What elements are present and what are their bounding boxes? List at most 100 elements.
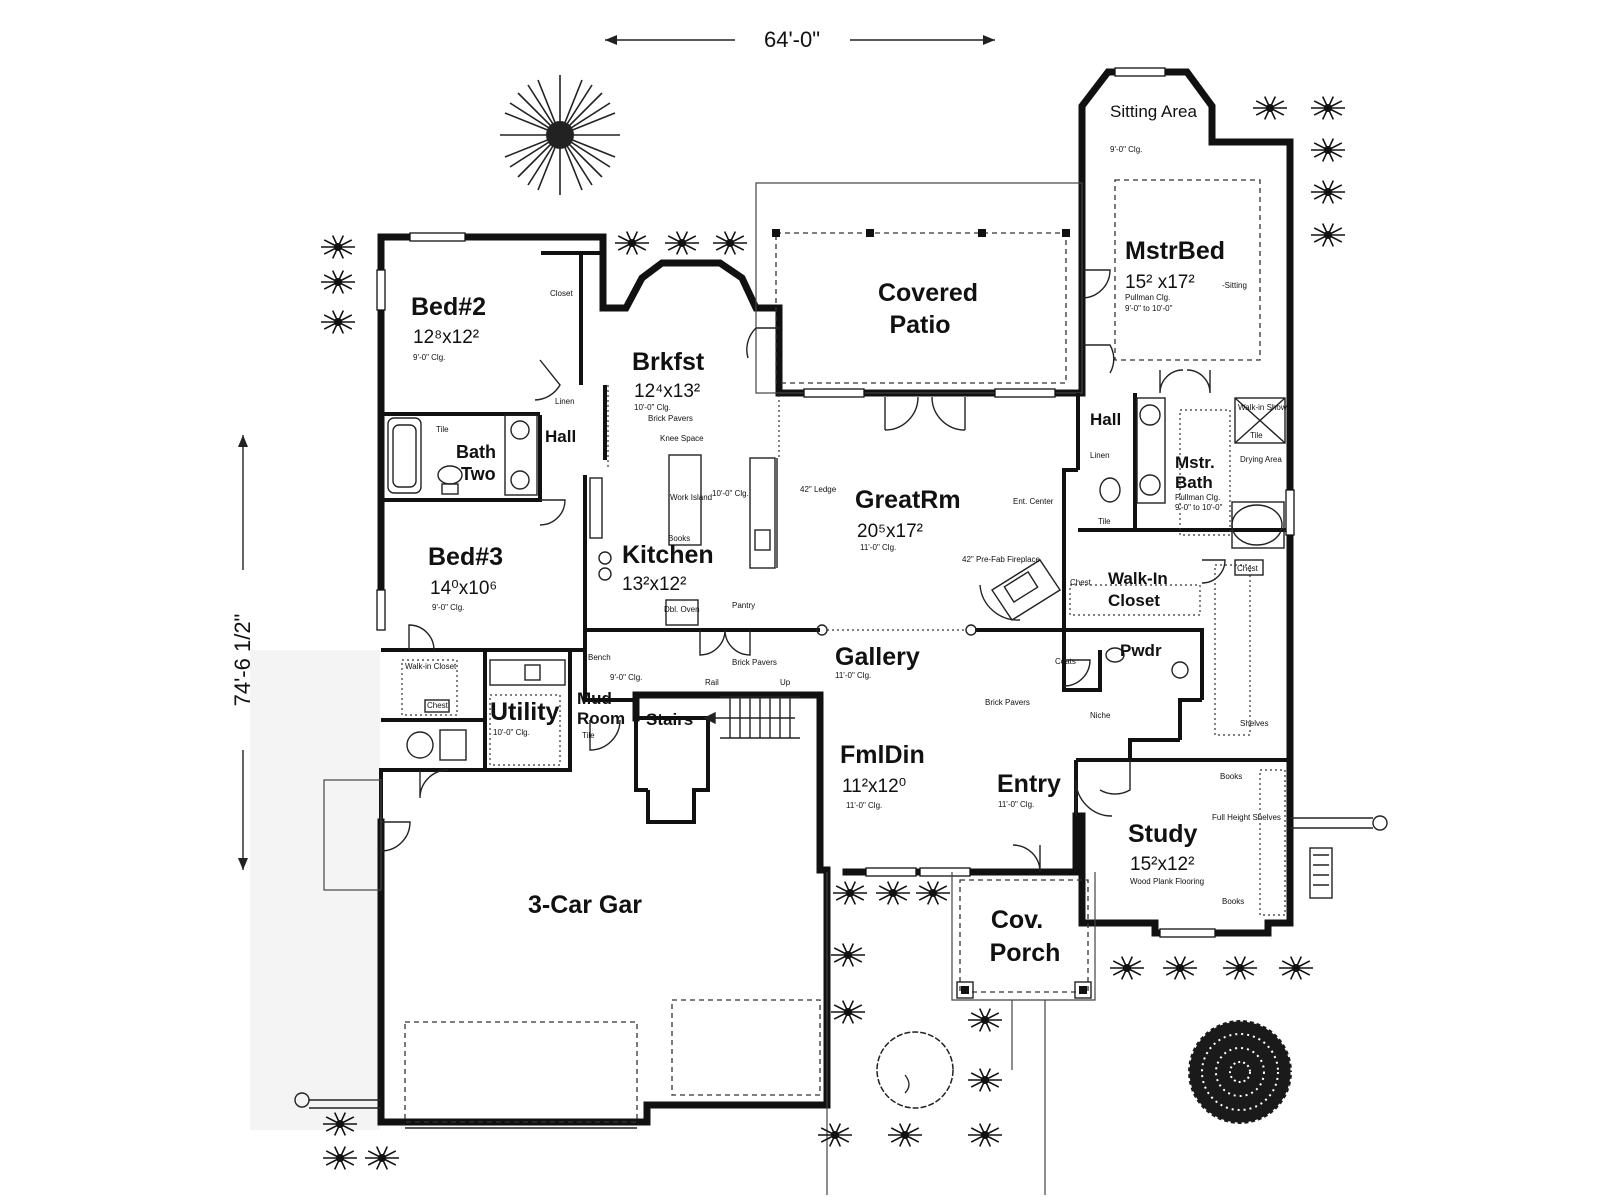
garage-label: 3-Car Gar (528, 891, 642, 919)
mud-label-2: Room (577, 709, 625, 728)
study-label: Study (1128, 820, 1198, 848)
shrub-icon (831, 1000, 865, 1024)
bed3-label: Bed#3 (428, 543, 503, 571)
bed2-ceiling: 9'-0" Clg. (413, 353, 445, 362)
meters (294, 815, 1388, 1109)
pwdr-label: Pwdr (1120, 641, 1162, 660)
mstrbath-ceiling-range: 9'-0" to 10'-0" (1175, 503, 1223, 512)
mstrbed-note: -Sitting (1222, 281, 1247, 290)
shrub-icon (323, 1146, 357, 1170)
mstrbath-tile: Tile (1250, 431, 1263, 440)
up-label: Up (780, 678, 791, 687)
mud-ceiling: 9'-0" Clg. (610, 673, 642, 682)
shrub-icon (321, 270, 355, 294)
porch-label-1: Cov. (991, 906, 1043, 934)
sitting-ceiling: 9'-0" Clg. (1110, 145, 1142, 154)
study-size: 15²x12² (1130, 854, 1194, 875)
utility-ceiling: 10'-0" Clg. (493, 728, 530, 737)
greatrm-size: 20⁵x17² (857, 521, 923, 542)
shrub-icon (818, 1123, 852, 1147)
fmldin-size: 11²x12⁰ (842, 776, 906, 797)
mstrbath-label-1: Mstr. (1175, 453, 1215, 472)
shrub-icon (1311, 138, 1345, 162)
walkin-master-label-1: Walk-In (1108, 569, 1168, 588)
brkfst-ceiling: 10'-0" Clg. (634, 403, 671, 412)
shrub-icon (876, 881, 910, 905)
shrub-icon (615, 231, 649, 255)
walkin-west-label: Walk-in Closet (405, 662, 457, 671)
study-books-1: Books (1220, 772, 1242, 781)
entry-floor: Brick Pavers (985, 698, 1030, 707)
mstrbath-label-2: Bath (1175, 473, 1213, 492)
mstrbed-label: MstrBed (1125, 237, 1225, 265)
brkfst-size: 12⁴x13² (634, 381, 700, 402)
shrub-icon (1223, 956, 1257, 980)
mstrbed-ceiling: Pullman Clg. (1125, 293, 1170, 302)
shrub-icon (665, 231, 699, 255)
mstrbath-tile-2: Tile (1098, 517, 1111, 526)
shrub-icon (831, 943, 865, 967)
study-books-2: Books (1222, 897, 1244, 906)
work-island: Work Island (670, 493, 712, 502)
hall-west-label: Hall (545, 427, 576, 446)
greatrm-ledge: 42" Ledge (800, 485, 837, 494)
interior-walls (379, 251, 1290, 824)
bath2-label-2: Two (461, 464, 496, 484)
knee-space: Knee Space (660, 434, 704, 443)
mud-tile: Tile (582, 731, 595, 740)
width-dimension: 64'-0" (605, 27, 995, 52)
stairs-label: Stairs (646, 710, 693, 729)
shrub-icon (968, 1123, 1002, 1147)
tree-top (500, 75, 620, 195)
brkfst-floor: Brick Pavers (648, 414, 693, 423)
gallery-floor: Brick Pavers (732, 658, 777, 667)
bed2-label: Bed#2 (411, 293, 486, 321)
fireplace-label: 42" Pre-Fab Fireplace (962, 555, 1041, 564)
patio-label-1: Covered (878, 279, 978, 307)
walkin-master-chest-2: Chest (1237, 564, 1259, 573)
walkin-west-chest: Chest (427, 701, 449, 710)
kitchen-label: Kitchen (622, 541, 714, 569)
mstrbath-drying: Drying Area (1240, 455, 1282, 464)
coats-label: Coats (1055, 657, 1076, 666)
utility-label: Utility (490, 698, 560, 726)
covered-porch: Cov. Porch (951, 872, 1096, 1001)
garage: 3-Car Gar (323, 779, 821, 1129)
entry-label: Entry (997, 770, 1061, 798)
sitting-label: Sitting Area (1110, 102, 1197, 121)
entry-ceiling: 11'-0" Clg. (998, 800, 1034, 809)
shrub-icon (1311, 96, 1345, 120)
shrub-icon (323, 1112, 357, 1136)
bed2-size: 12⁸x12² (413, 327, 479, 348)
shrub-icon (968, 1008, 1002, 1032)
walkin-master-label-2: Closet (1108, 591, 1160, 610)
hall-east-linen: Linen (1090, 451, 1110, 460)
fixtures (387, 179, 1286, 916)
shrub-icon (1311, 223, 1345, 247)
mstrbath-shower: Walk-in Shower (1238, 403, 1294, 412)
shrub-icon (321, 310, 355, 334)
doors (380, 269, 1226, 873)
shrub-icon (916, 881, 950, 905)
bed3-size: 14⁰x10⁶ (430, 578, 497, 599)
shrub-icon (1110, 956, 1144, 980)
bench-label: Bench (588, 653, 611, 662)
gallery-ceiling: 11'-0" Clg. (835, 671, 871, 680)
walkin-master-shelves: Shelves (1240, 719, 1268, 728)
width-dimension-label: 64'-0" (764, 27, 820, 52)
shrub-icon (833, 881, 867, 905)
greatrm-label: GreatRm (855, 486, 961, 514)
fmldin-ceiling: 11'-0" Clg. (846, 801, 882, 810)
room-labels: Sitting Area 9'-0" Clg. MstrBed 15² x17²… (405, 102, 1294, 906)
covered-patio: Covered Patio (755, 182, 1083, 394)
shrub-icon (713, 231, 747, 255)
shrub-icon (1253, 96, 1287, 120)
greatrm-ceiling: 11'-0" Clg. (860, 543, 896, 552)
walkin-master-chest: Chest (1070, 578, 1092, 587)
kitchen-ceiling: 10'-0" Clg. (712, 489, 749, 498)
patio-label-2: Patio (889, 311, 950, 339)
linen-label: Linen (555, 397, 575, 406)
tree-bottom (1186, 1018, 1294, 1126)
shrub-icon (1163, 956, 1197, 980)
study-floor: Wood Plank Flooring (1130, 877, 1204, 886)
